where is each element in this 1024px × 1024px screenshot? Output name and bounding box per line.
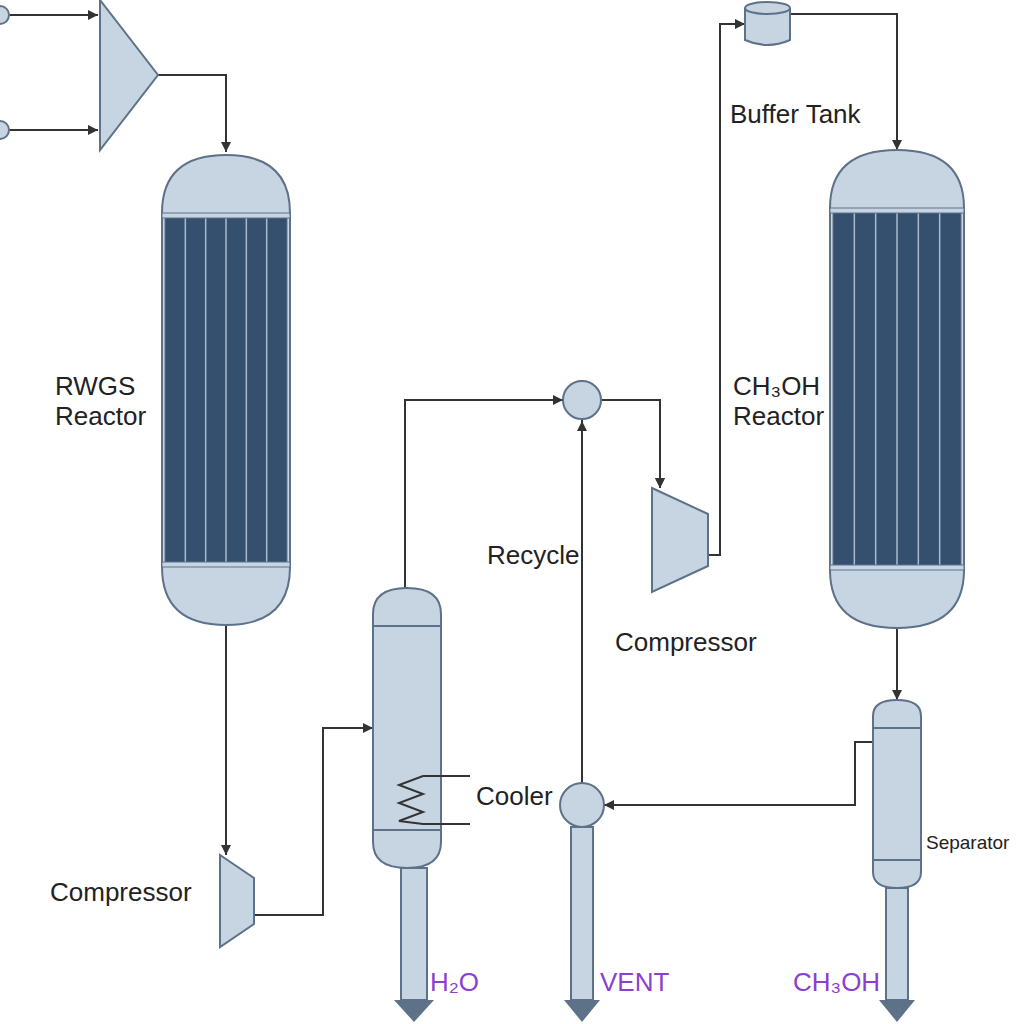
drawing-part	[401, 868, 427, 1000]
node-label: CH₃OH Reactor	[733, 372, 848, 432]
buffer-tank: Buffer Tank	[745, 2, 790, 46]
vessel-outline	[873, 700, 921, 888]
vessel-outline	[162, 155, 290, 625]
tube-line	[918, 212, 920, 566]
outlet-pipe	[401, 827, 908, 1000]
pipe-connector	[896, 628, 898, 700]
tube-bundle	[833, 212, 961, 566]
node-label: Compressor	[50, 878, 210, 908]
drawing-part	[886, 888, 908, 1000]
arrowhead	[604, 800, 614, 810]
drawing-part	[158, 75, 226, 152]
tube-line	[875, 212, 877, 566]
recycle-line	[581, 421, 583, 783]
vessel-outline	[830, 150, 964, 628]
arrowhead	[553, 395, 563, 405]
compressor: Compressor	[220, 855, 254, 947]
pipe-connector	[254, 728, 373, 915]
outlet-label: CH₃OH	[793, 968, 880, 998]
node-label: Cooler	[476, 782, 566, 812]
tube-sheet	[830, 208, 964, 213]
node-label: Buffer Tank	[730, 100, 890, 130]
tube-line	[896, 212, 898, 566]
tube-sheet	[830, 565, 964, 570]
tube-line	[854, 212, 856, 566]
tube-line	[246, 217, 248, 563]
tube-line	[225, 217, 227, 563]
node-outline	[830, 150, 964, 628]
node-label: RWGS Reactor	[55, 372, 167, 432]
node-label: Compressor	[615, 628, 775, 658]
outlet-arrow	[394, 1000, 915, 1022]
drawing-part	[564, 1000, 600, 1022]
column-band	[873, 859, 921, 861]
pipe-connector	[225, 625, 227, 855]
column-band	[873, 727, 921, 729]
compressor-symbol	[220, 855, 254, 947]
column-band	[373, 625, 441, 627]
tube-line	[939, 212, 941, 566]
node-outline	[162, 155, 290, 625]
node-outline	[873, 700, 921, 888]
mixer-circle	[563, 381, 601, 419]
rwgs-reactor: RWGS Reactor	[162, 155, 290, 625]
stream-label: Recycle	[487, 541, 579, 571]
node-outline	[373, 588, 441, 868]
feed-mixer	[100, 0, 158, 150]
node-outline	[652, 488, 708, 592]
cooling-coil	[399, 776, 470, 824]
tank-top	[745, 2, 790, 14]
tube-bundle	[165, 217, 287, 563]
node-label: Separator	[926, 832, 1022, 854]
drawing-part	[8, 129, 98, 131]
drawing-part	[394, 1000, 434, 1022]
vessel-outline	[373, 588, 441, 868]
tube-line	[205, 217, 207, 563]
splitter-circle	[560, 783, 604, 827]
node-outline	[745, 2, 790, 46]
tube-line	[266, 217, 268, 563]
node-outline	[220, 855, 254, 947]
column-band	[373, 829, 441, 831]
tube-sheet	[162, 562, 290, 567]
drawing-part	[8, 14, 98, 16]
methanol-reactor: CH₃OH Reactor	[830, 150, 964, 628]
pipe-connector	[790, 14, 897, 150]
separator-column: Separator	[873, 700, 921, 888]
pipe-connector	[405, 400, 660, 588]
feed-source	[0, 6, 9, 24]
outlet-label: H₂O	[430, 968, 479, 998]
tube-sheet	[162, 213, 290, 218]
feed-source	[0, 121, 9, 139]
cooler-column: Cooler	[373, 588, 441, 868]
outlet-label: VENT	[600, 968, 669, 998]
drawing-part	[571, 827, 593, 1000]
drawing-part	[879, 1000, 915, 1022]
tube-line	[185, 217, 187, 563]
compressor-symbol	[652, 488, 708, 592]
compressor: Compressor	[652, 488, 708, 592]
